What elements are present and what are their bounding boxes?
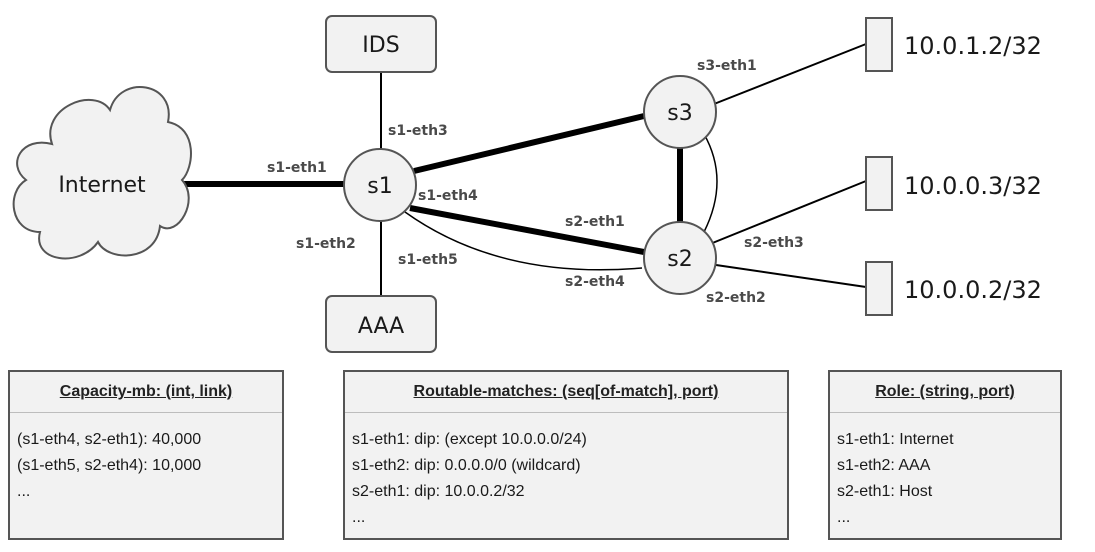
table-row: (s1-eth5, s2-eth4): 10,000 — [17, 457, 202, 474]
capacity-table-header: Capacity-mb: (int, link) — [10, 372, 282, 413]
role-table-title: Role: (string, port) — [875, 383, 1015, 400]
ids-label: IDS — [362, 33, 399, 58]
switch-s2-label: s2 — [667, 247, 692, 272]
role-table-body: s1-eth1: Internet s1-eth2: AAA s2-eth1: … — [830, 413, 1060, 531]
host-address-label: 10.0.0.3/32 — [904, 172, 1042, 200]
link-s1-s2-eth4 — [404, 211, 643, 271]
link-s1-s3 — [413, 113, 645, 174]
switch-s2 — [643, 221, 717, 295]
table-row: s1-eth1: dip: (except 10.0.0.0/24) — [352, 431, 587, 448]
host-box — [865, 156, 893, 211]
routable-matches-table-body: s1-eth1: dip: (except 10.0.0.0/24) s1-et… — [345, 413, 787, 531]
host-address-label: 10.0.0.2/32 — [904, 276, 1042, 304]
port-label-s2-eth2: s2-eth2 — [706, 290, 766, 306]
switch-s3-label: s3 — [667, 101, 692, 126]
port-label-s3-eth1: s3-eth1 — [697, 58, 757, 74]
network-topology-diagram: Internet IDS AAA s1 s3 s2 10.0.1.2/32 10… — [12, 15, 1042, 353]
capacity-table: Capacity-mb: (int, link) (s1-eth4, s2-et… — [8, 370, 284, 540]
table-row: s2-eth1: dip: 10.0.0.2/32 — [352, 483, 525, 500]
link-s3-s2-secondary — [703, 133, 718, 233]
switch-s1-label: s1 — [367, 174, 392, 199]
link-s2-host-2 — [715, 264, 867, 288]
routable-matches-table-title: Routable-matches: (seq[of-match], port) — [413, 383, 719, 400]
aaa-label: AAA — [358, 314, 404, 339]
role-table-header: Role: (string, port) — [830, 372, 1060, 413]
port-label-s1-eth4: s1-eth4 — [418, 188, 478, 204]
table-row: s1-eth1: Internet — [837, 431, 954, 448]
internet-label: Internet — [58, 173, 146, 198]
port-label-s2-eth1: s2-eth1 — [565, 214, 625, 230]
table-row: s1-eth2: AAA — [837, 457, 931, 474]
table-row: ... — [17, 483, 31, 500]
link-s3-host-1 — [713, 43, 867, 105]
port-label-s1-eth3: s1-eth3 — [388, 123, 448, 139]
role-table: Role: (string, port) s1-eth1: Internet s… — [828, 370, 1062, 540]
port-label-s2-eth4: s2-eth4 — [565, 274, 625, 290]
port-label-s1-eth1: s1-eth1 — [267, 160, 327, 176]
switch-s3 — [643, 75, 717, 149]
port-label-s1-eth5: s1-eth5 — [398, 252, 458, 268]
table-row: s2-eth1: Host — [837, 483, 933, 500]
table-row: ... — [837, 509, 851, 526]
capacity-table-body: (s1-eth4, s2-eth1): 40,000 (s1-eth5, s2-… — [10, 413, 282, 505]
table-row: s1-eth2: dip: 0.0.0.0/0 (wildcard) — [352, 457, 581, 474]
capacity-table-title: Capacity-mb: (int, link) — [59, 383, 233, 400]
internet-cloud-icon — [12, 86, 192, 260]
link-s2-host-3 — [709, 180, 867, 245]
aaa-box — [325, 295, 437, 353]
routable-matches-table: Routable-matches: (seq[of-match], port) … — [343, 370, 789, 540]
host-box — [865, 261, 893, 316]
host-box — [865, 17, 893, 72]
routable-matches-table-header: Routable-matches: (seq[of-match], port) — [345, 372, 787, 413]
link-s1-s2-eth1 — [409, 205, 645, 255]
port-label-s2-eth3: s2-eth3 — [744, 235, 804, 251]
ids-box — [325, 15, 437, 73]
port-label-s1-eth2: s1-eth2 — [296, 236, 356, 252]
table-row: (s1-eth4, s2-eth1): 40,000 — [17, 431, 202, 448]
switch-s1 — [343, 148, 417, 222]
host-address-label: 10.0.1.2/32 — [904, 32, 1042, 60]
table-row: ... — [352, 509, 366, 526]
